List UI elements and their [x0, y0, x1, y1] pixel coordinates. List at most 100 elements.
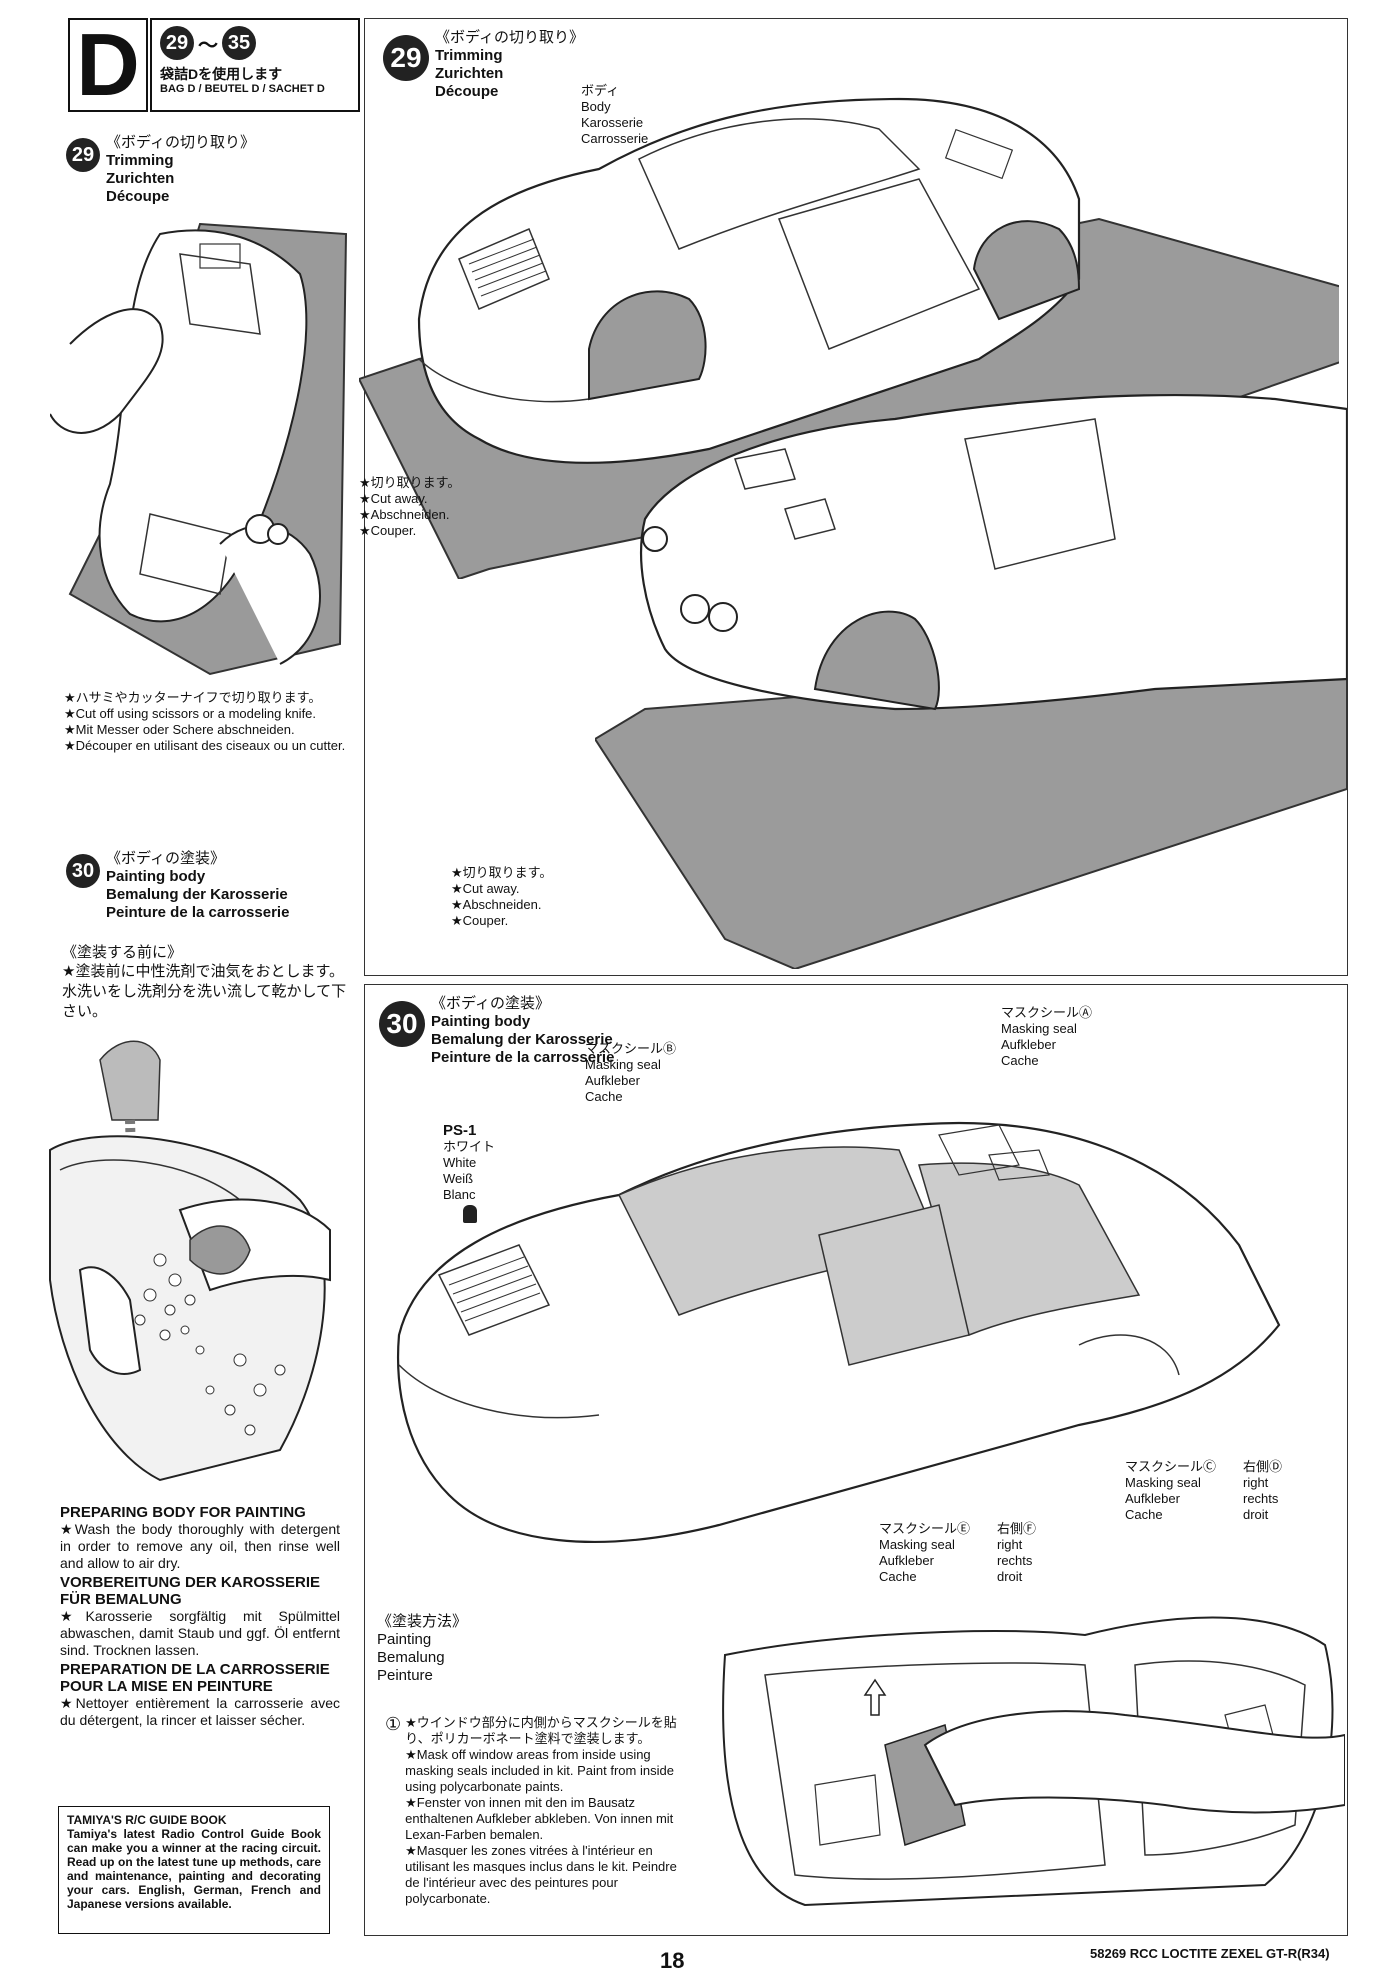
- mask-a-de: Aufkleber: [1001, 1037, 1056, 1052]
- panel30-title-fr: Peinture de la carrosserie: [431, 1049, 615, 1066]
- mask-seal-c-label: マスクシールⒸ Masking seal Aufkleber Cache: [1125, 1459, 1216, 1523]
- step1-en: ★Mask off window areas from inside using…: [405, 1747, 674, 1794]
- body-label: ボディ Body Karosserie Carrosserie: [581, 83, 648, 147]
- left-step29-note-fr: ★Découper en utilisant des ciseaux ou un…: [64, 738, 346, 753]
- ps1-jp: ホワイト: [443, 1139, 496, 1154]
- mask-b-fr: Cache: [585, 1089, 623, 1104]
- painting-method: 《塗装方法》 Painting Bemalung Peinture: [377, 1613, 467, 1685]
- cut1-de: ★Abschneiden.: [359, 507, 450, 522]
- panel29-title-fr: Découpe: [435, 83, 499, 100]
- method-fr: Peinture: [377, 1667, 433, 1684]
- step-range-end: 35: [222, 26, 256, 60]
- prep-title-en: PREPARING BODY FOR PAINTING: [60, 1504, 306, 1521]
- kit-code: 58269 RCC LOCTITE ZEXEL GT-R(R34): [1090, 1946, 1330, 1961]
- pre-paint-text-jp: ★塗装前に中性洗剤で油気をおとします。水洗いをし洗剤分を洗い流して乾かして下さい…: [62, 963, 347, 1020]
- washing-illustration: [40, 1030, 340, 1492]
- left-step29-header: 29 《ボディの切り取り》 Trimming Zurichten Découpe: [66, 134, 255, 206]
- mask-seal-a-label: マスクシールⒶ Masking seal Aufkleber Cache: [1001, 1005, 1092, 1069]
- ps1-paint-label: PS-1 ホワイト White Weiß Blanc: [443, 1123, 495, 1223]
- left-step29-note-de: ★Mit Messer oder Schere abschneiden.: [64, 722, 295, 737]
- section-letter: D: [68, 15, 148, 114]
- method-jp: 《塗装方法》: [377, 1613, 468, 1630]
- left-step29-note-en: ★Cut off using scissors or a modeling kn…: [64, 706, 317, 721]
- left-step29-title-fr: Découpe: [106, 188, 170, 205]
- cut2-de: ★Abschneiden.: [451, 897, 542, 912]
- mask-b-jp: マスクシールⒷ: [585, 1041, 677, 1056]
- prep-text-de: ★Karosserie sorgfältig mit Spülmittel ab…: [60, 1608, 340, 1658]
- left-step29-notes: ★ハサミやカッターナイフで切り取ります。 ★Cut off using scis…: [64, 690, 354, 754]
- car-body-rear-illustration: [595, 359, 1347, 969]
- mask-a-en: Masking seal: [1001, 1021, 1077, 1036]
- panel29-title-de: Zurichten: [435, 65, 504, 82]
- panel-step29: 29 《ボディの切り取り》 Trimming Zurichten Découpe…: [359, 18, 1348, 976]
- left-step30-title-fr: Peinture de la carrosserie: [106, 904, 290, 921]
- guide-book-box: TAMIYA'S R/C GUIDE BOOK Tamiya's latest …: [58, 1806, 330, 1934]
- cut1-jp: ★切り取ります。: [359, 475, 461, 490]
- step1-number: ①: [385, 1714, 402, 1734]
- step1-fr: ★Masquer les zones vitrées à l'intérieur…: [405, 1843, 677, 1906]
- left-step30-header: 30 《ボディの塗装》 Painting body Bemalung der K…: [66, 850, 289, 922]
- left-step29-note-jp: ★ハサミやカッターナイフで切り取ります。: [64, 690, 322, 705]
- mask-c-fr: Cache: [1125, 1507, 1163, 1522]
- body-label-en: Body: [581, 99, 611, 114]
- body-label-fr: Carrosserie: [581, 131, 649, 146]
- panel29-header: 29 《ボディの切り取り》 Trimming Zurichten Découpe: [383, 29, 584, 101]
- ps1-fr: Blanc: [443, 1187, 476, 1202]
- mask-f-de: rechts: [997, 1553, 1033, 1568]
- mask-e-en: Masking seal: [879, 1537, 955, 1552]
- left-step30-title-jp: 《ボディの塗装》: [106, 850, 225, 867]
- car-body-paint-illustration: [379, 1105, 1339, 1565]
- mask-f-jp: 右側Ⓕ: [997, 1521, 1037, 1536]
- mask-e-de: Aufkleber: [879, 1553, 934, 1568]
- method-de: Bemalung: [377, 1649, 445, 1666]
- ps1-en: White: [443, 1155, 477, 1170]
- cut1-en: ★Cut away.: [359, 491, 428, 506]
- mask-seal-b-label: マスクシールⒷ Masking seal Aufkleber Cache: [585, 1041, 676, 1105]
- cut2-jp: ★切り取ります。: [451, 865, 553, 880]
- pre-paint-title-jp: 《塗装する前に》: [62, 944, 183, 961]
- panel-step30: 30 《ボディの塗装》 Painting body Bemalung der K…: [364, 984, 1348, 1936]
- left-step29-title-de: Zurichten: [106, 170, 175, 187]
- guide-book-title: TAMIYA'S R/C GUIDE BOOK: [67, 1813, 227, 1827]
- mask-d-jp: 右側Ⓓ: [1243, 1459, 1283, 1474]
- ps1-de: Weiß: [443, 1171, 474, 1186]
- mask-f-fr: droit: [997, 1569, 1023, 1584]
- left-step29-title-en: Trimming: [106, 152, 174, 169]
- panel29-number: 29: [383, 35, 429, 81]
- mask-c-de: Aufkleber: [1125, 1491, 1180, 1506]
- section-step-range: 29 〜 35 袋詰Dを使用します BAG D / BEUTEL D / SAC…: [150, 18, 360, 112]
- left-step29-number: 29: [66, 138, 100, 172]
- left-step29-title-jp: 《ボディの切り取り》: [106, 134, 255, 151]
- panel30-title-en: Painting body: [431, 1013, 531, 1030]
- mask-d-fr: droit: [1243, 1507, 1269, 1522]
- prep-title-de: VORBEREITUNG DER KAROSSERIE FÜR BEMALUNG: [60, 1574, 321, 1608]
- mask-b-en: Masking seal: [585, 1057, 661, 1072]
- body-label-jp: ボディ: [581, 83, 620, 98]
- guide-book-text: Tamiya's latest Radio Control Guide Book…: [67, 1827, 321, 1911]
- prep-title-fr: PREPARATION DE LA CARROSSERIE POUR LA MI…: [60, 1661, 330, 1695]
- mask-e-jp: マスクシールⒺ: [879, 1521, 971, 1536]
- painting-step1: ① ★ウインドウ部分に内側からマスクシールを貼り、ポリカーボネート塗料で塗装しま…: [385, 1715, 685, 1907]
- left-step30-title-en: Painting body: [106, 868, 206, 885]
- panel30-title-jp: 《ボディの塗装》: [431, 995, 550, 1012]
- prep-instructions: PREPARING BODY FOR PAINTING ★Wash the bo…: [60, 1504, 340, 1729]
- car-body-front-illustration: [359, 59, 1339, 579]
- mask-b-de: Aufkleber: [585, 1073, 640, 1088]
- panel30-title-de: Bemalung der Karosserie: [431, 1031, 613, 1048]
- mask-seal-e-label: マスクシールⒺ Masking seal Aufkleber Cache: [879, 1521, 970, 1585]
- pre-paint-note: 《塗装する前に》 ★塗装前に中性洗剤で油気をおとします。水洗いをし洗剤分を洗い流…: [62, 944, 348, 1022]
- bag-label-multi: BAG D / BEUTEL D / SACHET D: [160, 83, 325, 95]
- step1-jp: ★ウインドウ部分に内側からマスクシールを貼り、ポリカーボネート塗料で塗装します。: [405, 1715, 677, 1746]
- prep-text-en: ★Wash the body thoroughly with detergent…: [60, 1521, 340, 1571]
- trimming-illustration: [50, 214, 350, 684]
- panel29-title-jp: 《ボディの切り取り》: [435, 29, 584, 46]
- left-step30-number: 30: [66, 854, 100, 888]
- panel30-header: 30 《ボディの塗装》 Painting body Bemalung der K…: [379, 995, 614, 1067]
- cut2-en: ★Cut away.: [451, 881, 520, 896]
- masking-illustration: [705, 1605, 1345, 1925]
- mask-c-en: Masking seal: [1125, 1475, 1201, 1490]
- mask-seal-d-label: 右側Ⓓ right rechts droit: [1243, 1459, 1282, 1523]
- mask-a-jp: マスクシールⒶ: [1001, 1005, 1093, 1020]
- paint-bottle-icon: [463, 1205, 477, 1223]
- ps1-code: PS-1: [443, 1122, 477, 1139]
